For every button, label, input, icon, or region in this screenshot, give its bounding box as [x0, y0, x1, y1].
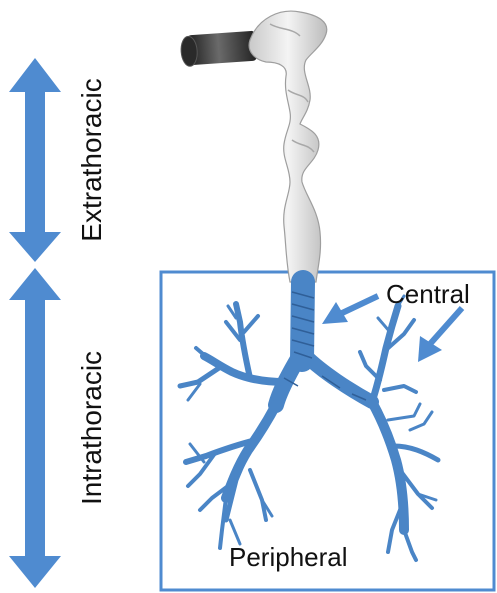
mouthpiece-cylinder [180, 31, 257, 67]
intrathoracic-double-arrow [9, 268, 61, 588]
intrathoracic-label: Intrathoracic [76, 351, 107, 505]
central-arrow-left [322, 296, 378, 324]
upper-airway [249, 11, 327, 282]
extrathoracic-label: Extrathoracic [76, 78, 107, 241]
central-label: Central [386, 279, 470, 309]
extrathoracic-double-arrow [9, 58, 61, 262]
central-arrow-right [418, 308, 462, 362]
peripheral-label: Peripheral [229, 542, 348, 572]
bronchial-tree [180, 282, 438, 560]
